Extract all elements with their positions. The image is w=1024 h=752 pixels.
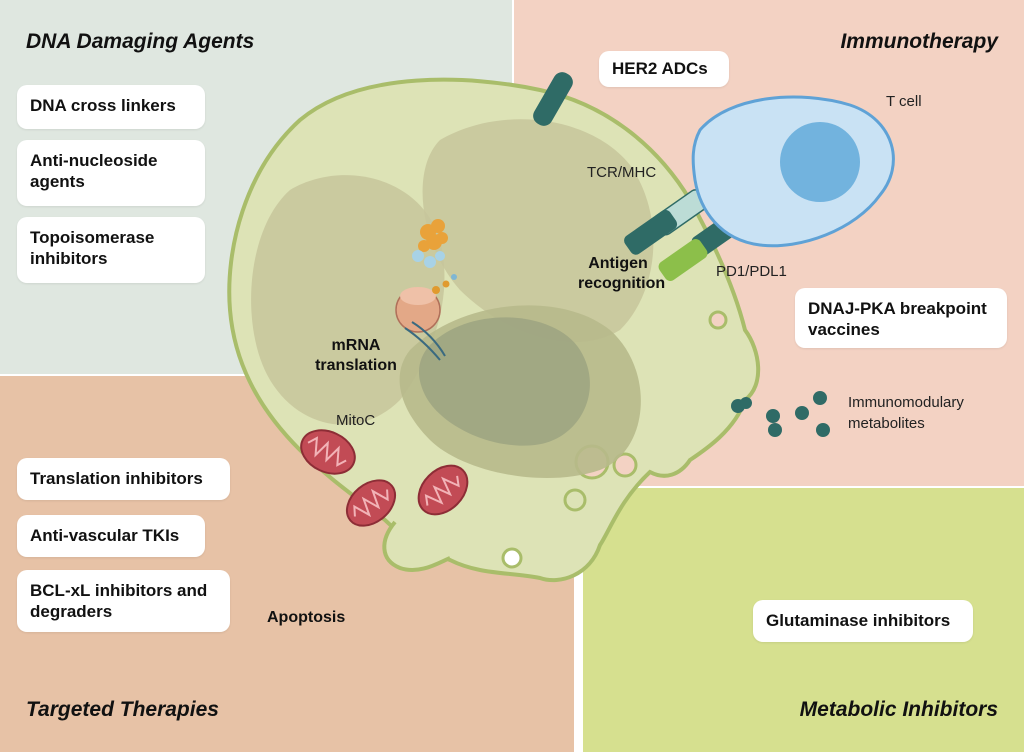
cell-bleb — [382, 520, 451, 572]
dna-cross-linkers-pill: DNA cross linkers — [17, 85, 205, 129]
mitochondrion — [417, 464, 469, 516]
nucleus-core — [418, 317, 590, 446]
mrna-strand — [411, 321, 446, 357]
peptide-chain — [451, 274, 457, 280]
immunomodulary-metabolites-label: Immunomodulary metabolites — [848, 394, 964, 432]
anti-vascular-tkis-pill: Anti-vascular TKIs — [17, 515, 205, 557]
targeted-therapies-title: Targeted Therapies — [26, 698, 219, 721]
her2-adcs-pill: HER2 ADCs — [599, 51, 729, 87]
apoptosis-label: Apoptosis — [267, 609, 346, 626]
peptide-chain — [432, 286, 440, 294]
ribosome-subunit — [400, 287, 436, 305]
dna-damaging-title: DNA Damaging Agents — [26, 30, 255, 53]
glutaminase-inhibitors-pill: Glutaminase inhibitors — [753, 600, 973, 642]
pd1-pdl1-label: PD1/PDL1 — [716, 263, 787, 280]
pdl1-receptor — [658, 239, 708, 281]
t-cell-label: T cell — [886, 93, 922, 110]
dnaj-pka-vaccines-pill: DNAJ-PKA breakpoint vaccines — [795, 288, 1007, 348]
tcr-mhc-label: TCR/MHC — [587, 164, 657, 181]
anti-nucleoside-pill: Anti-nucleoside agents — [17, 140, 205, 206]
her2-receptor — [533, 72, 573, 126]
immunotherapy-title: Immunotherapy — [840, 30, 998, 53]
metabolic-inhibitors-title: Metabolic Inhibitors — [799, 698, 998, 721]
mitoc-label: MitoC — [336, 412, 376, 429]
protein-structure — [418, 219, 448, 252]
t-cell-nucleus — [780, 122, 860, 202]
mrna-translation-label: mRNA translation — [315, 337, 397, 374]
bcl-xl-inhibitors-pill: BCL-xL inhibitors and degraders — [17, 570, 230, 632]
topoisomerase-pill: Topoisomerase inhibitors — [17, 217, 205, 283]
peptide-chain — [442, 280, 450, 288]
vesicle — [501, 547, 523, 569]
nucleus-lobe — [422, 119, 654, 343]
mhc-receptor — [624, 209, 678, 255]
vesicle — [708, 310, 728, 330]
nucleus-lobe — [251, 175, 445, 425]
mitochondrion — [300, 429, 356, 475]
translation-inhibitors-pill: Translation inhibitors — [17, 458, 230, 500]
protein-structure-blue — [412, 250, 445, 268]
antigen-recognition-label: Antigen recognition — [578, 255, 666, 292]
mrna-strand — [404, 327, 441, 361]
mitochondrion — [345, 479, 397, 527]
metabolite-dots — [731, 391, 830, 437]
vesicle — [612, 452, 638, 478]
vesicle — [563, 488, 587, 512]
